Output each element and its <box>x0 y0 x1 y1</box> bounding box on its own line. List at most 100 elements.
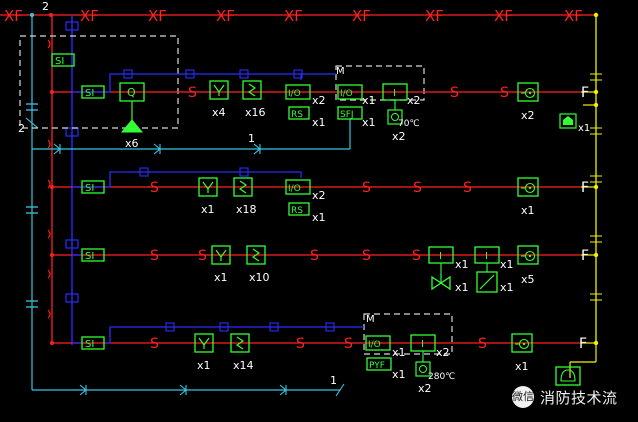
s-mark: S <box>362 180 371 196</box>
s-mark: S <box>344 336 353 352</box>
count-label: x4 <box>212 106 226 119</box>
i-label: I <box>421 339 424 350</box>
row-3: SI S S x1 x10 S S S I x1 x1 I x1 x1 x5 F <box>50 245 589 294</box>
bus-label: XF <box>494 7 513 25</box>
row-4: SI S x1 x14 S S M I/O x1 PYF x1 I x2 280… <box>50 314 587 395</box>
m-label: M <box>366 314 375 325</box>
s-mark: S <box>198 248 207 264</box>
count-label: x1 <box>201 203 215 216</box>
s-mark: S <box>150 248 159 264</box>
count-label: x1 <box>455 281 469 294</box>
count-label: x1 <box>578 123 590 134</box>
count-label: x1 <box>392 368 406 381</box>
s-mark: S <box>412 248 421 264</box>
right-bus <box>569 15 602 378</box>
i-label: I <box>393 88 396 99</box>
count-label: x1 <box>521 204 535 217</box>
bus-label: XF <box>352 7 371 25</box>
corner-mark: 2 <box>42 0 49 13</box>
watermark: 微信 消防技术流 <box>512 384 638 410</box>
si-label: SI <box>55 56 64 67</box>
count-label: x6 <box>125 137 139 150</box>
s-mark: S <box>463 180 472 196</box>
f-label: F <box>579 336 587 352</box>
s-mark: S <box>188 85 197 101</box>
count-label: x2 <box>407 94 421 107</box>
bus-label: XF <box>148 7 167 25</box>
riser-mark: 2 <box>18 122 25 135</box>
s-mark: S <box>478 336 487 352</box>
count-label: x18 <box>236 203 257 216</box>
s-mark: S <box>150 180 159 196</box>
count-label: x1 <box>312 211 326 224</box>
count-label: x1 <box>214 271 228 284</box>
count-label: x2 <box>521 109 535 122</box>
dashed-enclosures <box>19 35 453 355</box>
blue-riser <box>65 15 79 345</box>
count-label: x2 <box>392 130 406 143</box>
temp-label: 70℃ <box>398 119 420 129</box>
cyan-link: 1 <box>32 119 351 155</box>
count-label: x2 <box>418 382 432 395</box>
io-label: I/O <box>288 89 301 99</box>
bus-label: XF <box>284 7 303 25</box>
si-label: SI <box>85 183 94 194</box>
count-label: x1 <box>312 116 326 129</box>
si-label: SI <box>85 88 94 99</box>
count-label: x1 <box>500 281 514 294</box>
count-label: x1 <box>500 258 514 271</box>
si-label: SI <box>85 251 94 262</box>
count-label: x2 <box>312 94 326 107</box>
left-risers: 2 <box>18 15 340 391</box>
link-mark: 1 <box>248 132 255 145</box>
count-label: x1 <box>197 359 211 372</box>
pyf-label: PYF <box>369 361 385 371</box>
bottom-cyan-link: 1 <box>79 374 345 397</box>
top-bus: XF XF XF XF XF XF XF XF XF 2 <box>0 0 599 25</box>
wechat-icon: 微信 <box>512 386 534 408</box>
bus-label: XF <box>564 7 583 25</box>
s-mark: S <box>310 248 319 264</box>
count-label: x16 <box>245 106 266 119</box>
q-label: Q <box>127 86 136 99</box>
count-label: x1 <box>362 94 376 107</box>
bus-label: XF <box>216 7 235 25</box>
io-label: I/O <box>368 340 381 350</box>
count-label: x1 <box>455 258 469 271</box>
s-mark: S <box>362 248 371 264</box>
s-mark: S <box>150 336 159 352</box>
i-label: I <box>439 251 442 262</box>
s-mark: S <box>413 180 422 196</box>
rs-label: RS <box>291 110 303 120</box>
count-label: x2 <box>436 346 450 359</box>
count-label: x1 <box>515 360 529 373</box>
count-label: x1 <box>362 116 376 129</box>
m-label: M <box>336 66 345 77</box>
bus-label: XF <box>80 7 99 25</box>
bus-label: XF <box>425 7 444 25</box>
s-mark: S <box>500 85 509 101</box>
f-label: F <box>581 85 589 101</box>
count-label: x2 <box>312 189 326 202</box>
io-label: I/O <box>340 89 353 99</box>
f-label: F <box>581 248 589 264</box>
io-label: I/O <box>288 184 301 194</box>
count-label: x5 <box>521 273 535 286</box>
i-label: I <box>485 251 488 262</box>
sfj-label: SFJ <box>340 110 354 120</box>
count-label: x10 <box>249 271 270 284</box>
watermark-text: 消防技术流 <box>540 388 618 407</box>
count-label: x14 <box>233 359 254 372</box>
si-label: SI <box>85 339 94 350</box>
s-mark: S <box>296 336 305 352</box>
rs-label: RS <box>291 206 303 216</box>
bus-left-label: XF <box>4 7 23 25</box>
count-label: x1 <box>392 346 406 359</box>
row-2: SI S x1 x18 I/O x2 RS x1 S S S x1 F <box>50 167 589 224</box>
f-label: F <box>581 180 589 196</box>
temp-label: 280℃ <box>428 372 455 382</box>
row-1: SI SI Q x6 S x4 x16 I/O x2 RS x1 M I/O x… <box>50 53 590 150</box>
s-mark: S <box>450 85 459 101</box>
link-mark: 1 <box>330 374 337 387</box>
